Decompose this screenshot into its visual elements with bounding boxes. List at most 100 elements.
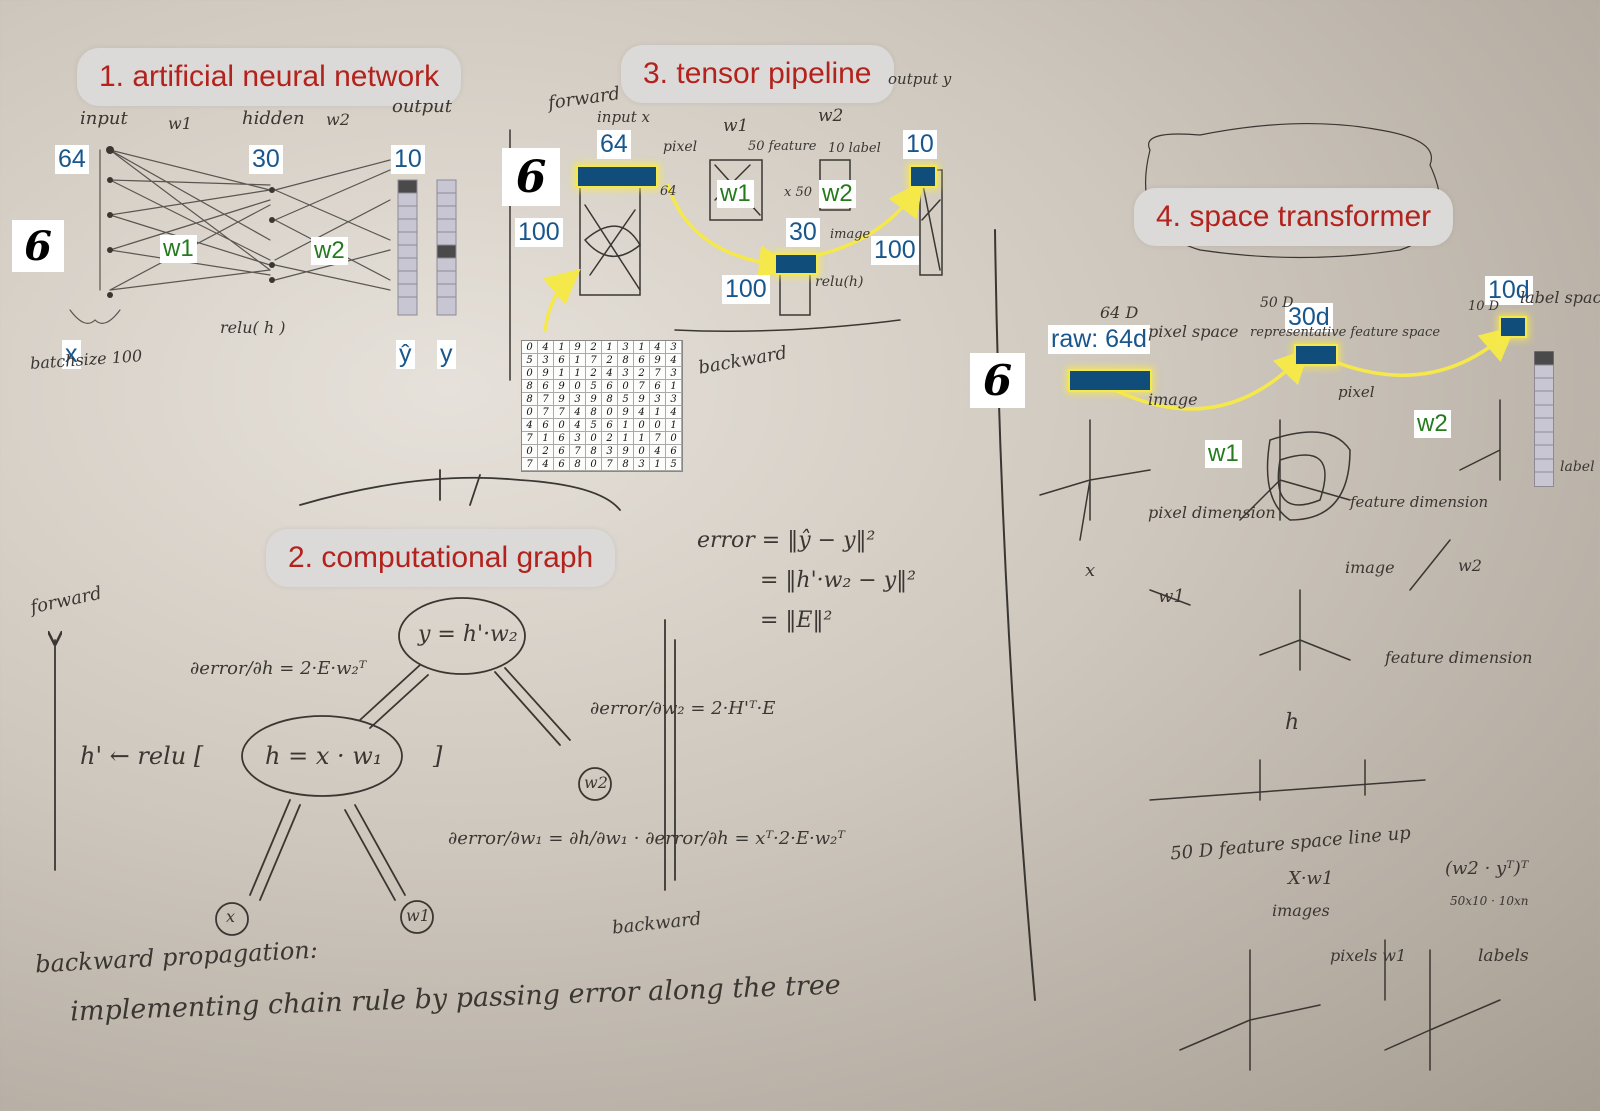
digit-sample-cell: 3 [650, 393, 666, 406]
note-x-w1: X·w1 [1288, 868, 1334, 889]
digit-sample-cell: 8 [522, 393, 538, 406]
note-w1-4: w1 [1158, 586, 1185, 607]
label-10d-label: 10d [1485, 276, 1533, 305]
digit-sample-cell: 9 [618, 445, 634, 458]
note-w2-4: w2 [1458, 556, 1482, 575]
space-axes [1039, 399, 1501, 1071]
digit-sample-cell: 4 [650, 445, 666, 458]
note-dims: 50x10 · 10xn [1450, 894, 1529, 908]
computational-graph [55, 469, 676, 936]
note-image: image [830, 227, 871, 242]
digit-sample-cell: 8 [586, 445, 602, 458]
pipeline-w2-label: w2 [819, 180, 856, 208]
digit-sample-cell: 6 [554, 445, 570, 458]
divider-line [994, 229, 1036, 1001]
note-feature-space: representative feature space [1250, 325, 1441, 340]
note-relu-h: relu( h ) [220, 318, 286, 337]
note-feature-dimension-2: feature dimension [1385, 648, 1533, 667]
digit-sample-cell: 2 [602, 432, 618, 445]
digit-sample-cell: 3 [618, 367, 634, 380]
graph-node-output: y = h'·w₂ [418, 622, 518, 647]
digit-sample-cell: 0 [554, 419, 570, 432]
digit-sample-cell: 0 [618, 380, 634, 393]
digit-sample-cell: 2 [634, 367, 650, 380]
relu-right: ] [433, 742, 443, 770]
digit-sample-cell: 7 [650, 432, 666, 445]
digit-sample-cell: 4 [650, 341, 666, 354]
graph-node-hidden: h = x · w₁ [265, 742, 383, 770]
digit-sample-cell: 7 [522, 458, 538, 471]
note-w2-yt: (w2 · yᵀ)ᵀ [1445, 858, 1529, 879]
digit-sample-cell: 8 [618, 354, 634, 367]
note-10d: 10 D [1468, 299, 1500, 314]
digit-sample-cell: 0 [586, 432, 602, 445]
pipeline-w1-label: w1 [717, 180, 754, 208]
digit-sample-cell: 6 [554, 458, 570, 471]
space-w1-label: w1 [1205, 440, 1242, 468]
digit-sample-cell: 9 [634, 393, 650, 406]
digit-sample-cell: 2 [602, 354, 618, 367]
digit-sample-cell: 1 [666, 380, 682, 393]
digit-sample-cell: 3 [538, 354, 554, 367]
input-dim-label: 64 [55, 145, 89, 174]
relu-left: h' ← relu [ [80, 742, 204, 770]
space-w2-label: w2 [1414, 410, 1451, 438]
digit-sample-cell: 1 [666, 419, 682, 432]
digit-sample-cell: 2 [538, 445, 554, 458]
note-pixel-space: pixel space [1148, 322, 1239, 341]
note-w2: w2 [326, 110, 350, 129]
digit-sample-cell: 6 [554, 354, 570, 367]
digit-sample-cell: 3 [666, 393, 682, 406]
pipeline-hidden-dim: 30 [786, 218, 820, 247]
digit-sample-cell: 1 [554, 341, 570, 354]
output-tensor-bar [909, 165, 937, 188]
digit-sample-cell: 1 [570, 367, 586, 380]
note-pixels-w1: pixels w1 [1330, 946, 1407, 965]
digit-sample-cell: 9 [650, 354, 666, 367]
digit-sample-cell: 0 [522, 406, 538, 419]
digit-sample-cell: 1 [634, 432, 650, 445]
digit-sample-cell: 5 [522, 354, 538, 367]
digit-sample-cell: 6 [602, 419, 618, 432]
note-input-x: input x [597, 108, 650, 126]
raw-64d-label: raw: 64d [1048, 325, 1150, 354]
digit-image-4: 6 [970, 353, 1025, 408]
digit-image-3: 6 [502, 148, 560, 206]
yellow-arrows [542, 180, 1516, 411]
hidden-dim-label: 30 [249, 145, 283, 174]
raw-space-bar [1068, 369, 1152, 392]
digit-sample-cell: 6 [650, 380, 666, 393]
note-input: input [80, 108, 128, 129]
digit-sample-cell: 4 [522, 419, 538, 432]
gradient-h: ∂error/∂h = 2·E·w₂ᵀ [190, 658, 367, 679]
digit-sample-cell: 7 [570, 445, 586, 458]
note-w1: w1 [168, 114, 192, 133]
error-eq-2: = ‖h'·w₂ − y‖² [760, 568, 916, 593]
section-title-computational-graph: 2. computational graph [266, 529, 616, 587]
weight-w1-label: w1 [160, 235, 197, 263]
digit-sample-cell: 0 [634, 419, 650, 432]
note-image-4: image [1148, 390, 1198, 409]
digit-sample-cell: 4 [570, 406, 586, 419]
note-label-space: label space [1520, 288, 1600, 307]
note-10-label: 10 label [828, 141, 881, 156]
digit-sample-cell: 6 [554, 432, 570, 445]
hidden-tensor-bar [774, 253, 818, 275]
target-y-label: y [437, 340, 456, 369]
digit-sample-cell: 3 [634, 458, 650, 471]
digit-sample-cell: 8 [522, 380, 538, 393]
note-output-y: output y [888, 70, 952, 88]
digit-sample-cell: 8 [618, 458, 634, 471]
digit-sample-cell: 0 [522, 445, 538, 458]
digit-sample-cell: 3 [602, 445, 618, 458]
gradient-w2: ∂error/∂w₂ = 2·H'ᵀ·E [590, 698, 776, 719]
digit-sample-cell: 3 [666, 367, 682, 380]
digit-sample-cell: 5 [666, 458, 682, 471]
note-feature-dimension: feature dimension [1350, 493, 1489, 511]
error-eq-3: = ‖E‖² [760, 608, 833, 633]
note-x-4: x [1085, 560, 1096, 581]
output-dim-label: 10 [391, 145, 425, 174]
digit-sample-cell: 3 [666, 341, 682, 354]
